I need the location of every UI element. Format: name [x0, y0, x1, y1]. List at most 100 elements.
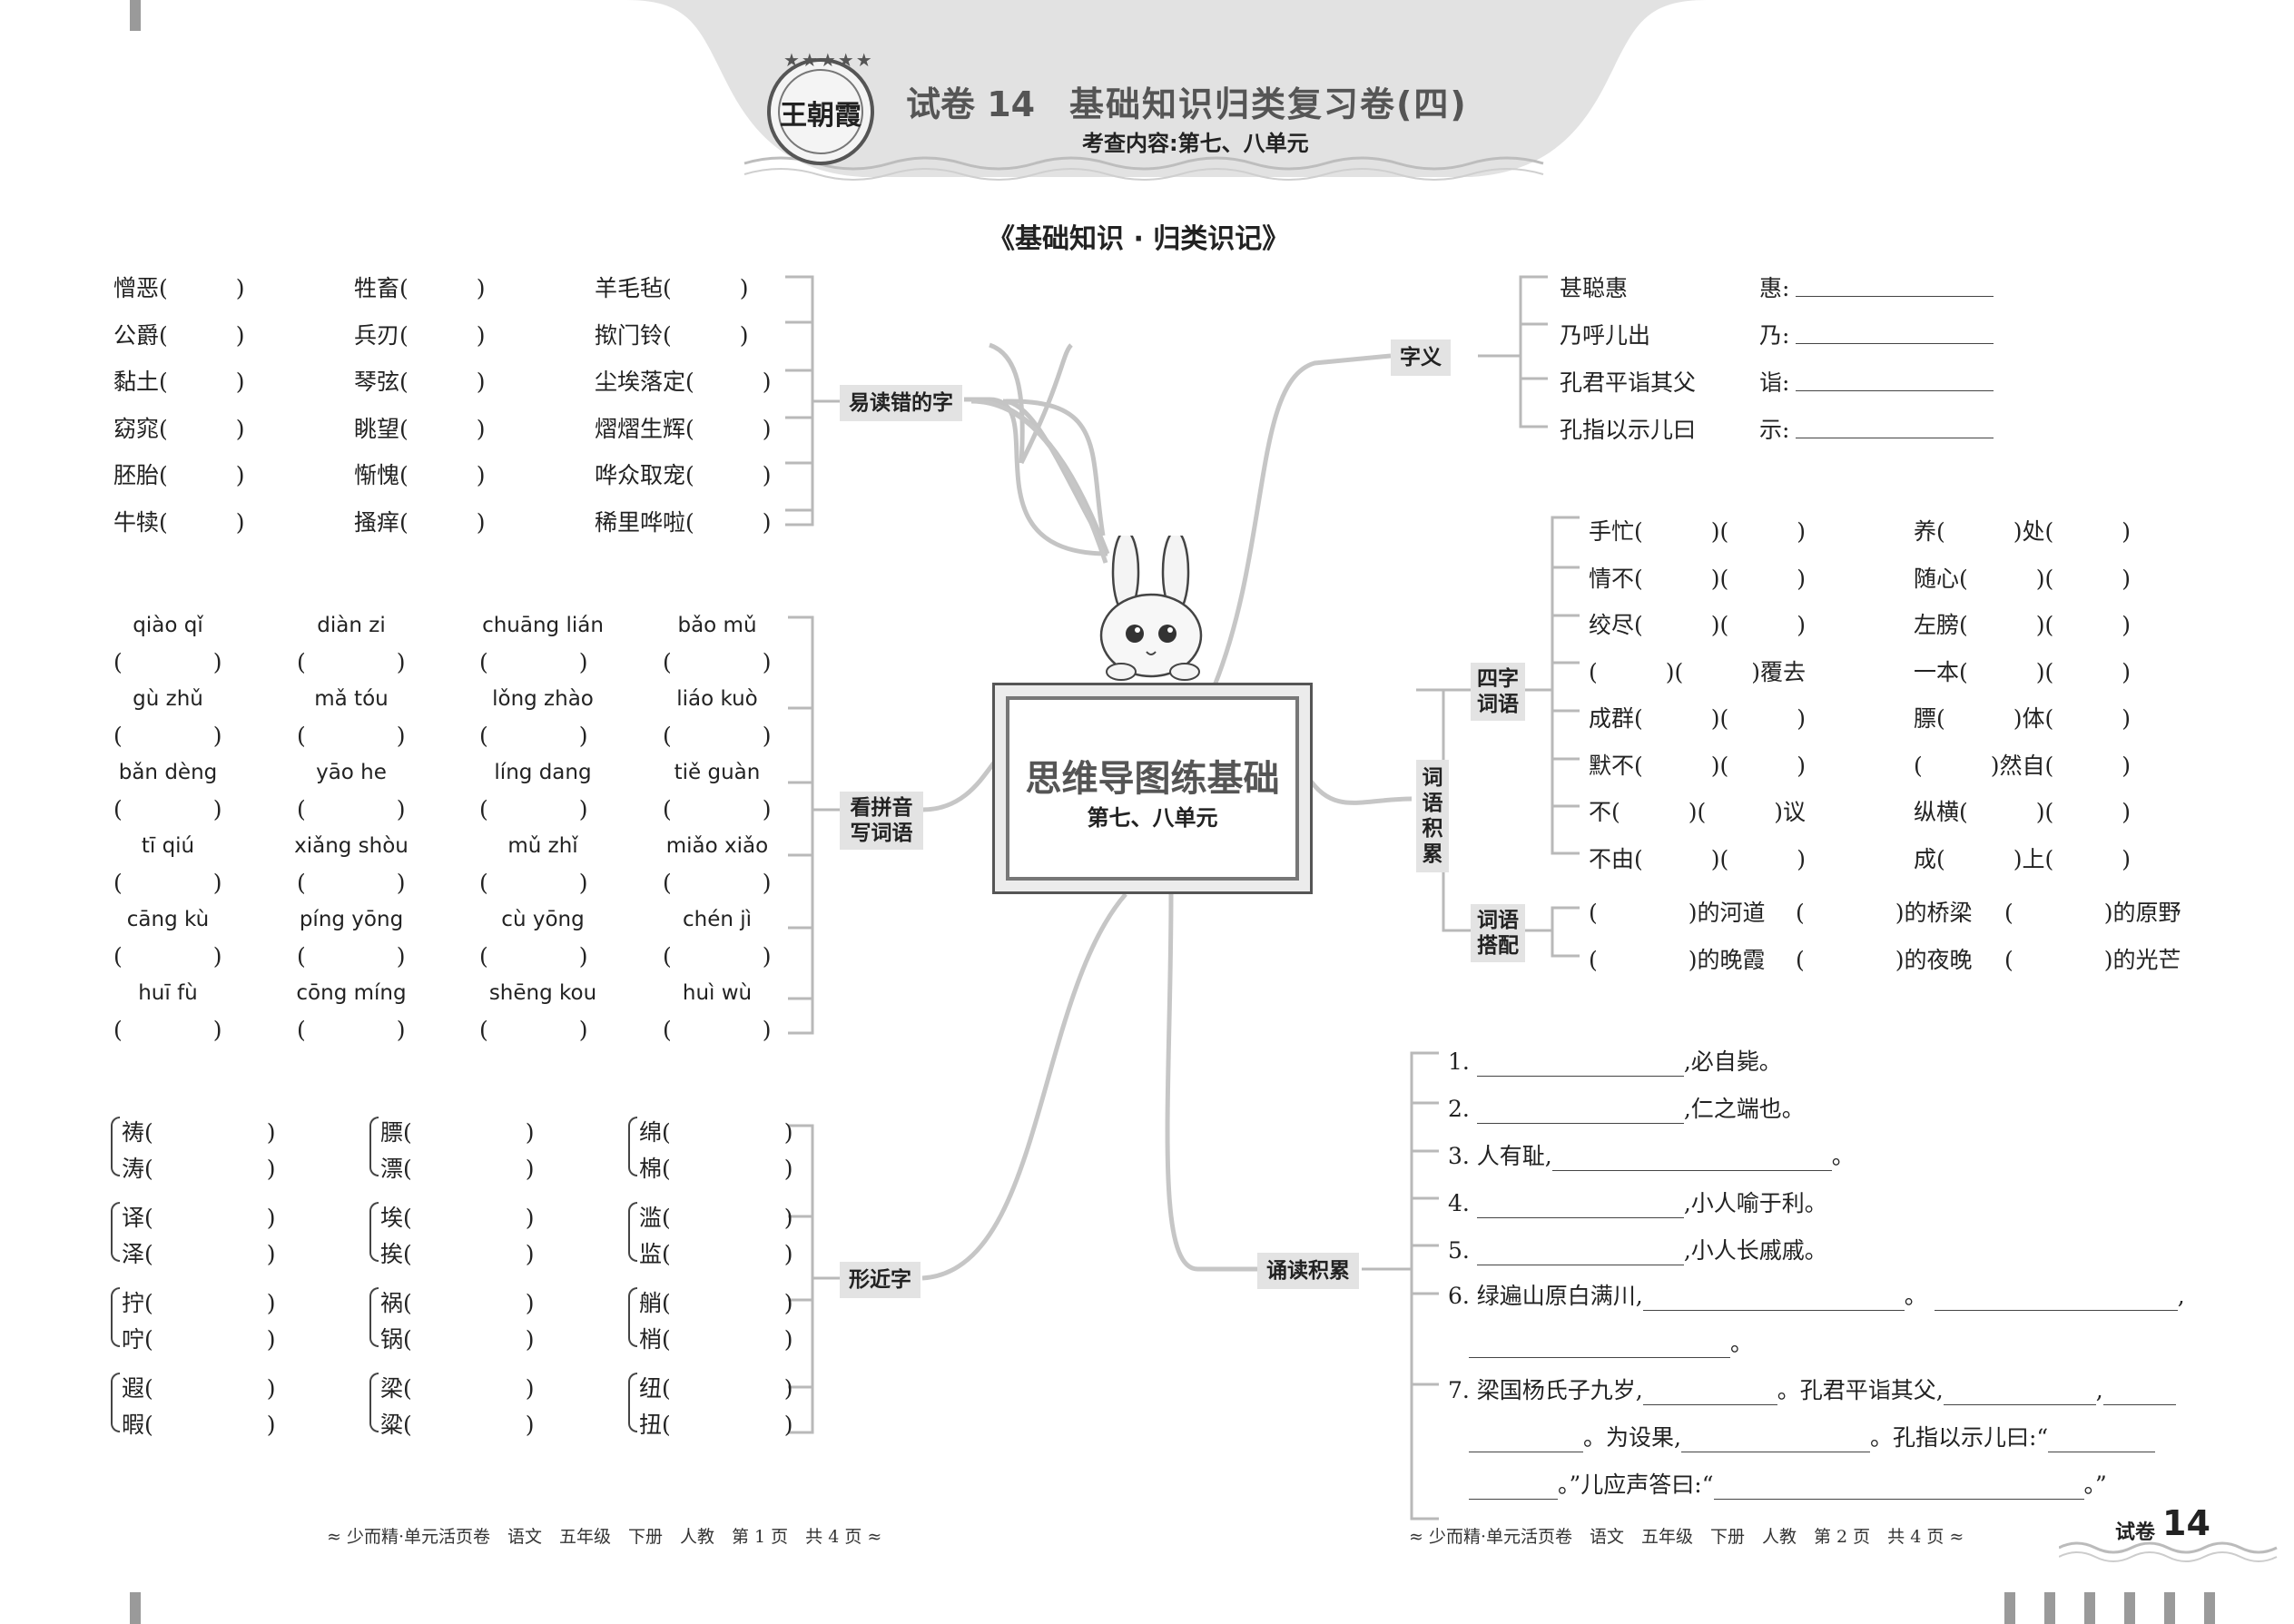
- recite-q1: 1. ,必自毙。: [1448, 1048, 1782, 1077]
- page-edge-mark: [2004, 1592, 2015, 1624]
- pinyin-text: chén jì: [682, 908, 753, 931]
- answer-parens[interactable]: ( ): [663, 1017, 772, 1043]
- answer-line[interactable]: [1713, 1477, 2084, 1500]
- pinyin-row: qiào qǐ diàn zi chuāng lián bǎo mǔ ( ) (…: [109, 614, 790, 687]
- answer-parens[interactable]: ( ): [297, 870, 406, 896]
- branch-collocation: 词语 搭配: [1471, 904, 1525, 962]
- brace-icon: [111, 1117, 120, 1176]
- similar-char: 拧( ): [122, 1290, 276, 1316]
- idiom-left: 成群( )( ): [1589, 705, 1807, 732]
- answer-line[interactable]: [1469, 1430, 1583, 1452]
- answer-parens[interactable]: ( ): [113, 943, 222, 969]
- idiom-left: 手忙( )( ): [1589, 518, 1807, 545]
- pinyin-text: huī fù: [138, 981, 198, 1005]
- similar-char: 纽( ): [639, 1375, 793, 1402]
- idiom-right: 一本( )( ): [1914, 658, 2132, 685]
- similar-row: 拧( ) 咛( ) 祸( ) 锅( ) 艄( ) 梢( ): [111, 1285, 801, 1371]
- answer-parens[interactable]: ( ): [663, 723, 772, 749]
- logo-text: 王朝霞: [780, 100, 861, 132]
- pinyin-text: cù yōng: [501, 908, 585, 931]
- answer-line[interactable]: [2102, 1383, 2176, 1405]
- collocation-item: ( )的晚霞: [1589, 947, 1766, 973]
- brace-icon: [628, 1117, 637, 1176]
- similar-char: 绵( ): [639, 1119, 793, 1146]
- answer-line[interactable]: [1680, 1430, 1870, 1452]
- answer-line[interactable]: [1469, 1477, 1558, 1500]
- meaning-list: 甚聪惠 惠: 乃呼儿出 乃: 孔君平诣其父 诣: 孔指以示儿曰 示:: [1560, 271, 2013, 459]
- center-title: 思维导图练基础: [1025, 758, 1280, 800]
- answer-line[interactable]: [1476, 1054, 1684, 1077]
- pinyin-row: gù zhǔ mǎ tóu lǒng zhào liáo kuò ( ) ( )…: [109, 687, 790, 761]
- recite-q4: 4. ,小人喻于利。: [1448, 1190, 1827, 1218]
- collocation-item: ( )的原野: [2004, 900, 2181, 926]
- answer-line[interactable]: [1476, 1101, 1684, 1124]
- answer-line[interactable]: [1476, 1243, 1684, 1265]
- idiom-right: 成( )上( ): [1914, 845, 2132, 872]
- section-title: 《基础知识 · 归类识记》: [988, 223, 1290, 255]
- idiom-left: 不由( )( ): [1589, 845, 1807, 872]
- footer-right: ≈ 少而精·单元活页卷 语文 五年级 下册 人教 第 2 页 共 4 页 ≈: [1409, 1527, 1964, 1547]
- answer-parens[interactable]: ( ): [479, 649, 588, 675]
- similar-char: 挨( ): [380, 1241, 535, 1267]
- answer-line[interactable]: [1469, 1335, 1730, 1358]
- four-char-row: 手忙( )( )养( )处( ): [1589, 514, 2224, 561]
- answer-line[interactable]: [2048, 1430, 2156, 1452]
- answer-parens[interactable]: ( ): [297, 723, 406, 749]
- collocation-row: ( )的河道 ( )的桥梁 ( )的原野: [1589, 895, 2260, 942]
- answer-parens[interactable]: ( ): [113, 796, 222, 822]
- answer-parens[interactable]: ( ): [297, 796, 406, 822]
- idiom-right: 随心( )( ): [1914, 565, 2132, 592]
- pinyin-text: chuāng lián: [482, 614, 604, 637]
- four-char-row: 成群( )( )膘( )体( ): [1589, 701, 2224, 748]
- answer-parens[interactable]: ( ): [479, 870, 588, 896]
- similar-char: 粱( ): [380, 1412, 535, 1438]
- meaning-char: 示:: [1759, 417, 1790, 443]
- branch-collocation-line: 搭配: [1477, 934, 1519, 958]
- answer-line[interactable]: [1796, 369, 1994, 391]
- pinyin-text: bǎn dèng: [118, 761, 218, 784]
- pinyin-text: xiǎng shòu: [294, 834, 409, 858]
- collocation-item: ( )的河道: [1589, 900, 1766, 926]
- answer-parens[interactable]: ( ): [297, 1017, 406, 1043]
- misread-item: 憎恶( ): [113, 275, 245, 301]
- collocation-item: ( )的光芒: [2004, 947, 2181, 973]
- footer-badge-waves: [2059, 1541, 2278, 1562]
- answer-line[interactable]: [1642, 1288, 1905, 1311]
- brace-icon: [628, 1287, 637, 1347]
- answer-line[interactable]: [1934, 1288, 2178, 1311]
- similar-char: 涛( ): [122, 1156, 276, 1182]
- answer-parens[interactable]: ( ): [113, 1017, 222, 1043]
- similar-char: 遐( ): [122, 1375, 276, 1402]
- meaning-char: 惠:: [1759, 275, 1790, 301]
- answer-line[interactable]: [1943, 1383, 2096, 1405]
- misread-item: 揿门铃( ): [595, 322, 749, 349]
- answer-parens[interactable]: ( ): [663, 943, 772, 969]
- answer-parens[interactable]: ( ): [663, 796, 772, 822]
- idiom-right: ( )然自( ): [1914, 752, 2132, 779]
- answer-parens[interactable]: ( ): [297, 649, 406, 675]
- answer-parens[interactable]: ( ): [479, 723, 588, 749]
- similar-char: 梁( ): [380, 1375, 535, 1402]
- answer-parens[interactable]: ( ): [113, 649, 222, 675]
- answer-parens[interactable]: ( ): [113, 723, 222, 749]
- answer-line[interactable]: [1551, 1148, 1832, 1171]
- answer-line[interactable]: [1796, 321, 1994, 344]
- answer-parens[interactable]: ( ): [479, 1017, 588, 1043]
- answer-line[interactable]: [1796, 274, 1994, 297]
- answer-parens[interactable]: ( ): [297, 943, 406, 969]
- answer-parens[interactable]: ( ): [663, 870, 772, 896]
- answer-line[interactable]: [1642, 1383, 1777, 1405]
- page-edge-mark: [2164, 1592, 2175, 1624]
- recite-q3: 3. 人有耻,。: [1448, 1143, 1855, 1171]
- pinyin-text: qiào qǐ: [133, 614, 203, 637]
- answer-parens[interactable]: ( ): [479, 796, 588, 822]
- header-banner: [626, 0, 1707, 181]
- page-edge-mark: [130, 1592, 141, 1624]
- answer-line[interactable]: [1796, 416, 1994, 438]
- pinyin-row: bǎn dèng yāo he líng dang tiě guàn ( ) (…: [109, 761, 790, 834]
- answer-parens[interactable]: ( ): [663, 649, 772, 675]
- answer-parens[interactable]: ( ): [113, 870, 222, 896]
- answer-parens[interactable]: ( ): [479, 943, 588, 969]
- answer-line[interactable]: [1476, 1196, 1684, 1218]
- four-char-row: 情不( )( )随心( )( ): [1589, 561, 2224, 608]
